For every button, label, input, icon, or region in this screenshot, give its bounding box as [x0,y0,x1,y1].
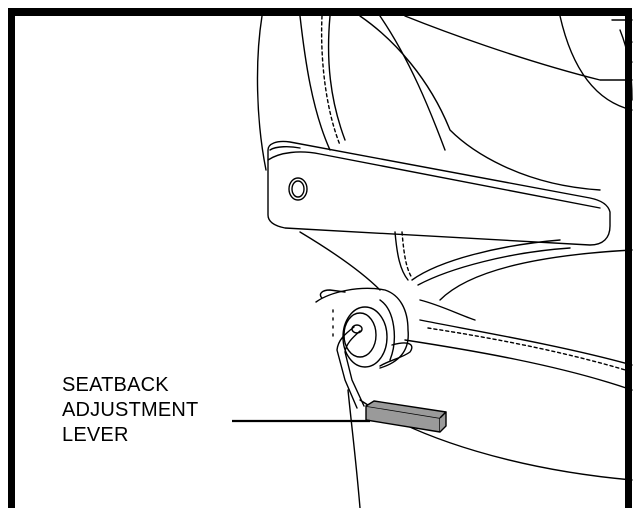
callout-line-2: ADJUSTMENT [62,399,199,421]
recliner-disc [342,306,388,368]
lever-shaft [336,326,358,409]
lever-callout-label: SEATBACK ADJUSTMENT LEVER [62,373,198,448]
callout-line-3: LEVER [62,424,129,446]
figure-border [8,8,632,508]
recliner-bracket [315,287,409,369]
callout-line-1: SEATBACK [62,374,169,396]
armrest-outline [267,140,611,246]
armrest-pivot-cap [288,177,308,201]
seatback-outline [256,15,267,171]
